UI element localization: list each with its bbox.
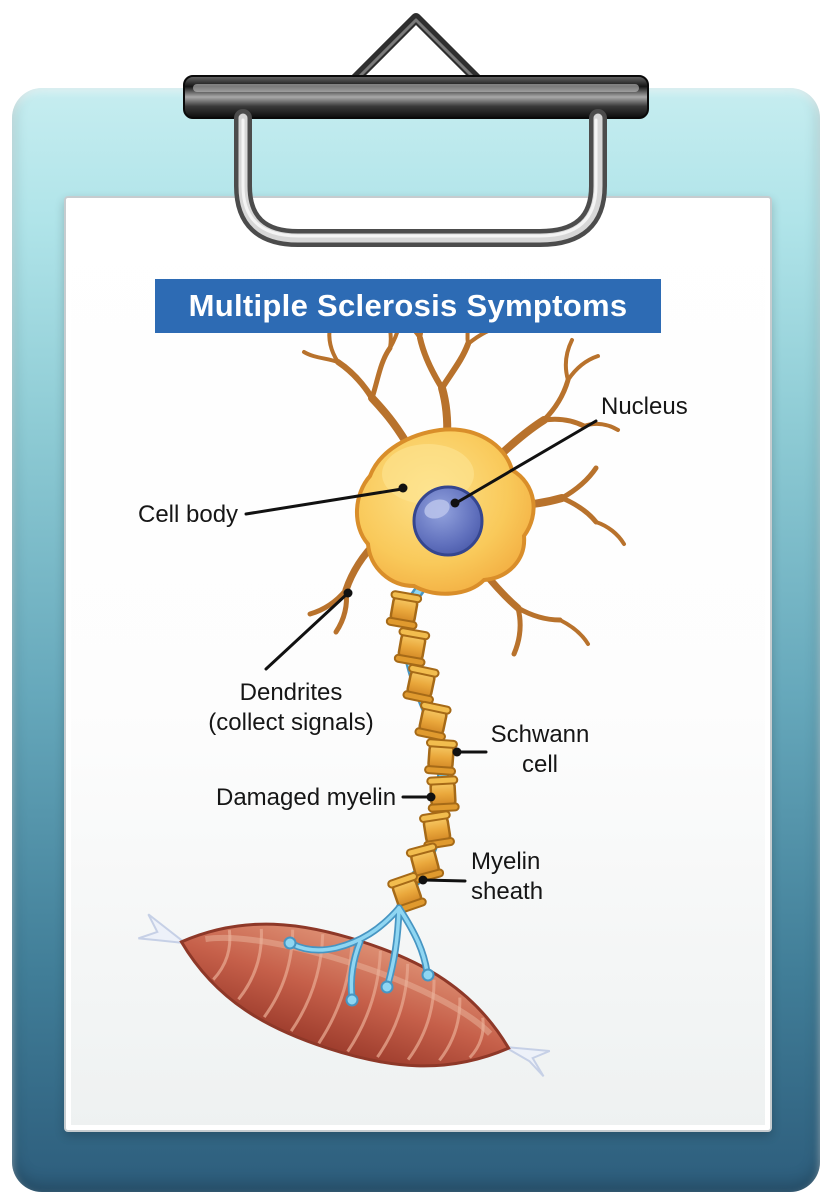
label-myelin-line1: Myelin [471, 848, 541, 875]
pointer-line-nucleus [454, 419, 598, 505]
label-schwann-line2: cell [521, 751, 558, 778]
label-dendrites-line2: (collect signals) [208, 709, 374, 736]
pointer-dots [343, 483, 462, 885]
myelin-sheath-segments [385, 590, 460, 915]
myelin-segment [387, 871, 427, 915]
label-myelin-sheath: Myelin sheath [471, 847, 543, 907]
pointer-line-dendrites [264, 592, 349, 671]
muscle-striations [212, 928, 485, 1062]
label-dendrites-line1: Dendrites [239, 679, 343, 706]
tendon-right [504, 1045, 551, 1078]
muscle [138, 913, 551, 1078]
nucleus [412, 485, 484, 557]
pointer-line-cell-body [244, 487, 404, 516]
page-title: Multiple Sclerosis Symptoms [155, 279, 661, 333]
label-damaged-myelin: Damaged myelin [216, 784, 397, 811]
label-schwann-line1: Schwann [490, 721, 590, 748]
clip-wire [234, 109, 607, 247]
myelin-segment [393, 627, 431, 667]
myelin-segment [424, 738, 458, 776]
myelin-segment [414, 700, 452, 742]
label-myelin-line2: sheath [471, 878, 544, 905]
tendon-left [138, 913, 189, 945]
clip-hanger-icon [347, 13, 485, 87]
myelin-segment [419, 810, 455, 850]
axon-terminals [283, 904, 435, 1007]
clip-bar [183, 75, 649, 119]
myelin-segment [426, 775, 460, 813]
label-schwann-cell: Schwann cell [487, 720, 593, 780]
label-cell-body: Cell body [138, 501, 239, 528]
label-dendrites: Dendrites (collect signals) [196, 678, 386, 738]
myelin-segment [385, 590, 423, 630]
pointer-lines [244, 419, 598, 883]
label-nucleus: Nucleus [601, 393, 688, 420]
pointer-line-myelin-sheath [422, 878, 467, 883]
myelin-segment [402, 663, 440, 705]
